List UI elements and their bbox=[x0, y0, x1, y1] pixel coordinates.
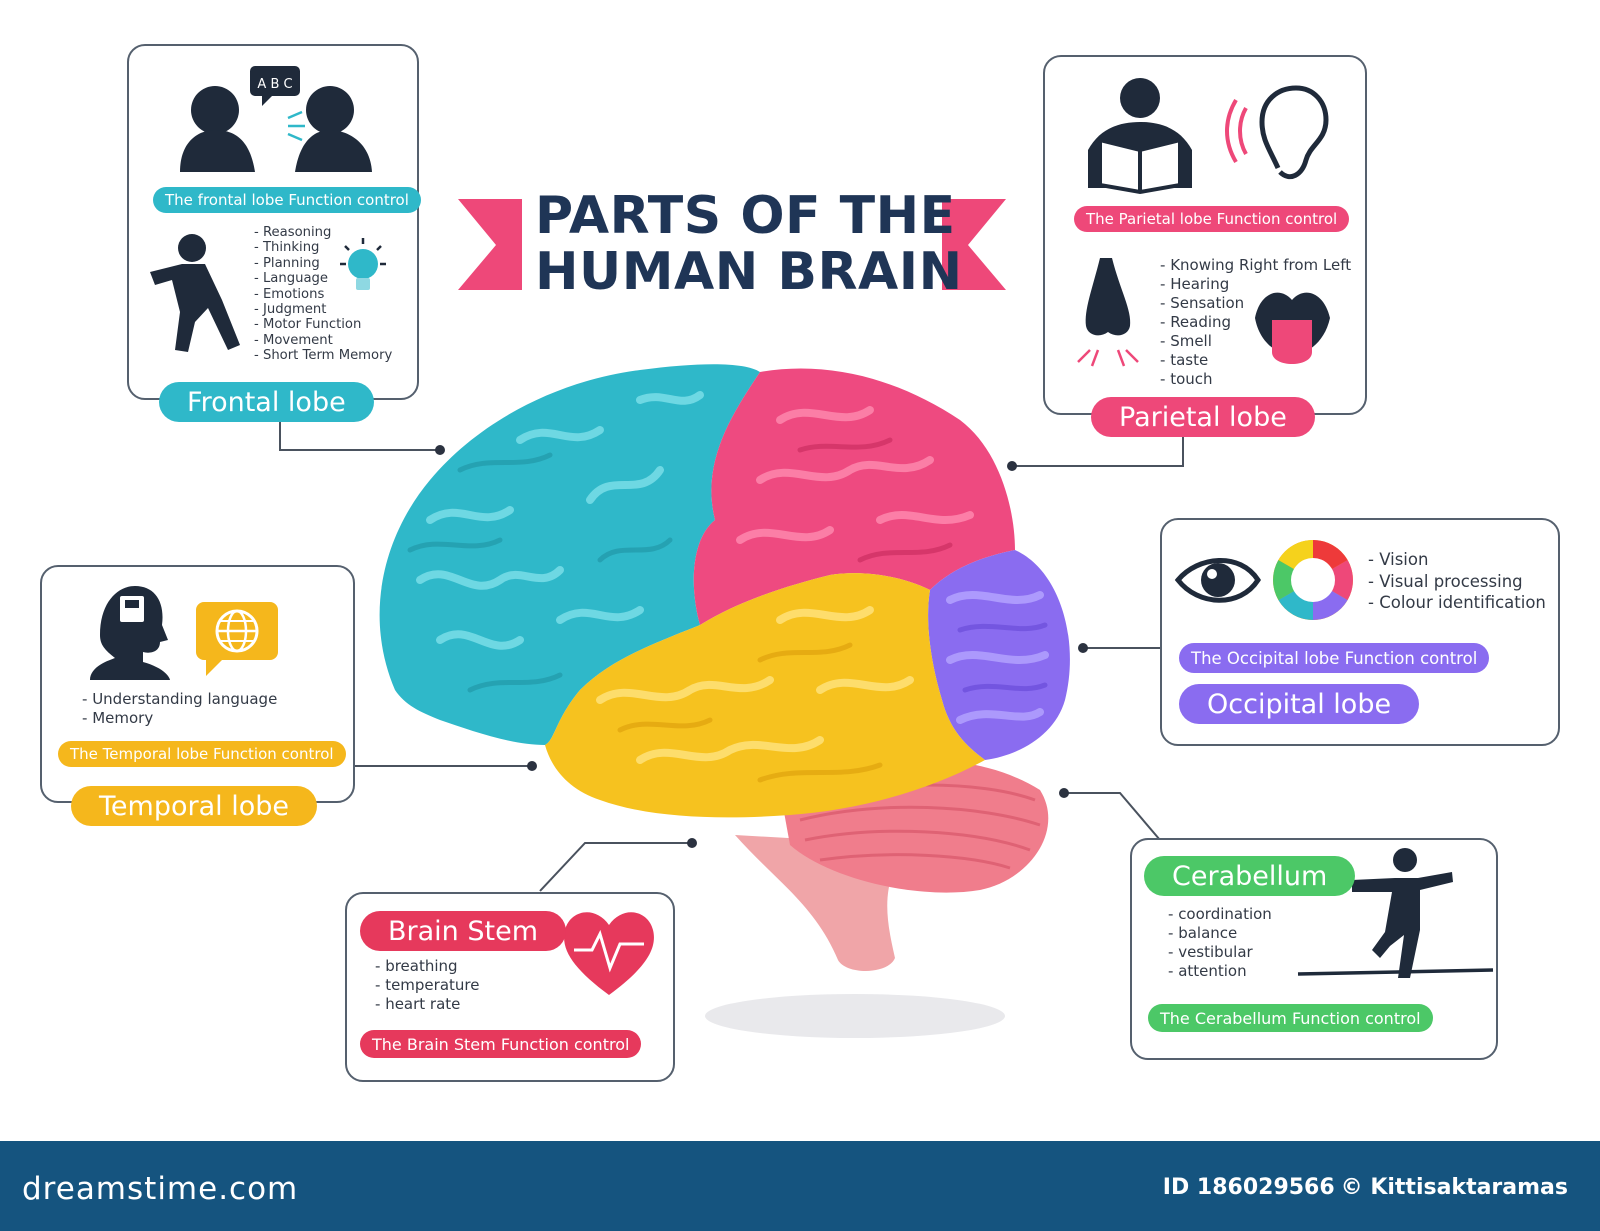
head-memory-icon bbox=[90, 586, 170, 680]
parietal-lobe-shape bbox=[693, 368, 1015, 625]
temporal-lobe-name: Temporal lobe bbox=[71, 786, 317, 826]
brain-stem-name: Brain Stem bbox=[360, 911, 567, 951]
list-item: Short Term Memory bbox=[254, 348, 392, 363]
brain-stem-function-label: The Brain Stem Function control bbox=[360, 1030, 642, 1058]
color-wheel-icon bbox=[1273, 540, 1353, 620]
list-item: attention bbox=[1168, 962, 1272, 981]
list-item: Understanding language bbox=[82, 690, 277, 709]
list-item: Motor Function bbox=[254, 317, 392, 332]
list-item: Emotions bbox=[254, 287, 392, 302]
parietal-lobe-name: Parietal lobe bbox=[1091, 397, 1315, 437]
list-item: Colour identification bbox=[1368, 592, 1546, 614]
title-line-2: HUMAN BRAIN bbox=[535, 242, 963, 302]
list-item: Hearing bbox=[1160, 275, 1351, 294]
list-item: Language bbox=[254, 271, 392, 286]
frontal-function-label: The frontal lobe Function control bbox=[153, 187, 421, 213]
heart-rate-icon bbox=[564, 912, 654, 995]
talking-people-icon bbox=[180, 66, 372, 172]
list-item: touch bbox=[1160, 370, 1351, 389]
list-item: Sensation bbox=[1160, 294, 1351, 313]
frontal-lobe-name: Frontal lobe bbox=[159, 382, 374, 422]
list-item: Reasoning bbox=[254, 225, 392, 240]
reading-person-icon bbox=[1088, 78, 1192, 195]
image-credit: ID 186029566© Kittisaktaramas bbox=[1163, 1175, 1574, 1200]
list-item: breathing bbox=[375, 957, 479, 976]
occipital-function-label: The Occipital lobe Function control bbox=[1179, 643, 1490, 673]
list-item: Memory bbox=[82, 709, 277, 728]
list-item: heart rate bbox=[375, 995, 479, 1014]
brand-logo[interactable]: dreamstime.com bbox=[22, 1171, 299, 1207]
nose-icon bbox=[1077, 258, 1139, 367]
frontal-function-list: Reasoning Thinking Planning Language Emo… bbox=[254, 225, 392, 364]
temporal-function-label: The Temporal lobe Function control bbox=[58, 741, 346, 767]
speech-bubble-text: A B C bbox=[257, 77, 292, 92]
list-item: Vision bbox=[1368, 549, 1546, 571]
page-title: PARTS OF THE HUMAN BRAIN bbox=[535, 188, 963, 300]
list-item: Thinking bbox=[254, 240, 392, 255]
frontal-lobe-shape bbox=[379, 364, 760, 745]
footer-bar: dreamstime.com ID 186029566© Kittisaktar… bbox=[0, 1141, 1600, 1231]
cerebellum-name: Cerabellum bbox=[1144, 856, 1356, 896]
list-item: Visual processing bbox=[1368, 571, 1546, 593]
cerebellum-function-list: coordination balance vestibular attentio… bbox=[1168, 905, 1272, 981]
list-item: Planning bbox=[254, 256, 392, 271]
list-item: Judgment bbox=[254, 302, 392, 317]
parietal-function-label: The Parietal lobe Function control bbox=[1074, 206, 1350, 232]
list-item: coordination bbox=[1168, 905, 1272, 924]
brain-stem-function-list: breathing temperature heart rate bbox=[375, 957, 479, 1014]
author-credit: © Kittisaktaramas bbox=[1340, 1175, 1568, 1200]
globe-chat-icon bbox=[196, 602, 278, 676]
balancing-person-icon bbox=[1297, 848, 1494, 978]
parietal-function-list: Knowing Right from Left Hearing Sensatio… bbox=[1160, 256, 1351, 389]
list-item: vestibular bbox=[1168, 943, 1272, 962]
list-item: Reading bbox=[1160, 313, 1351, 332]
cerebellum-function-label: The Cerabellum Function control bbox=[1148, 1004, 1433, 1032]
occipital-function-list: Vision Visual processing Colour identifi… bbox=[1368, 549, 1546, 614]
temporal-function-list: Understanding language Memory bbox=[82, 690, 277, 728]
list-item: Movement bbox=[254, 333, 392, 348]
brain-shadow bbox=[705, 994, 1005, 1038]
running-person-icon bbox=[150, 234, 240, 352]
list-item: taste bbox=[1160, 351, 1351, 370]
sound-waves-icon bbox=[287, 110, 305, 142]
list-item: Knowing Right from Left bbox=[1160, 256, 1351, 275]
list-item: Smell bbox=[1160, 332, 1351, 351]
eye-icon bbox=[1174, 558, 1261, 603]
occipital-lobe-name: Occipital lobe bbox=[1179, 684, 1420, 724]
image-id: ID 186029566 bbox=[1162, 1175, 1335, 1200]
list-item: temperature bbox=[375, 976, 479, 995]
list-item: balance bbox=[1168, 924, 1272, 943]
title-line-1: PARTS OF THE bbox=[535, 186, 956, 246]
ear-icon bbox=[1225, 85, 1329, 180]
